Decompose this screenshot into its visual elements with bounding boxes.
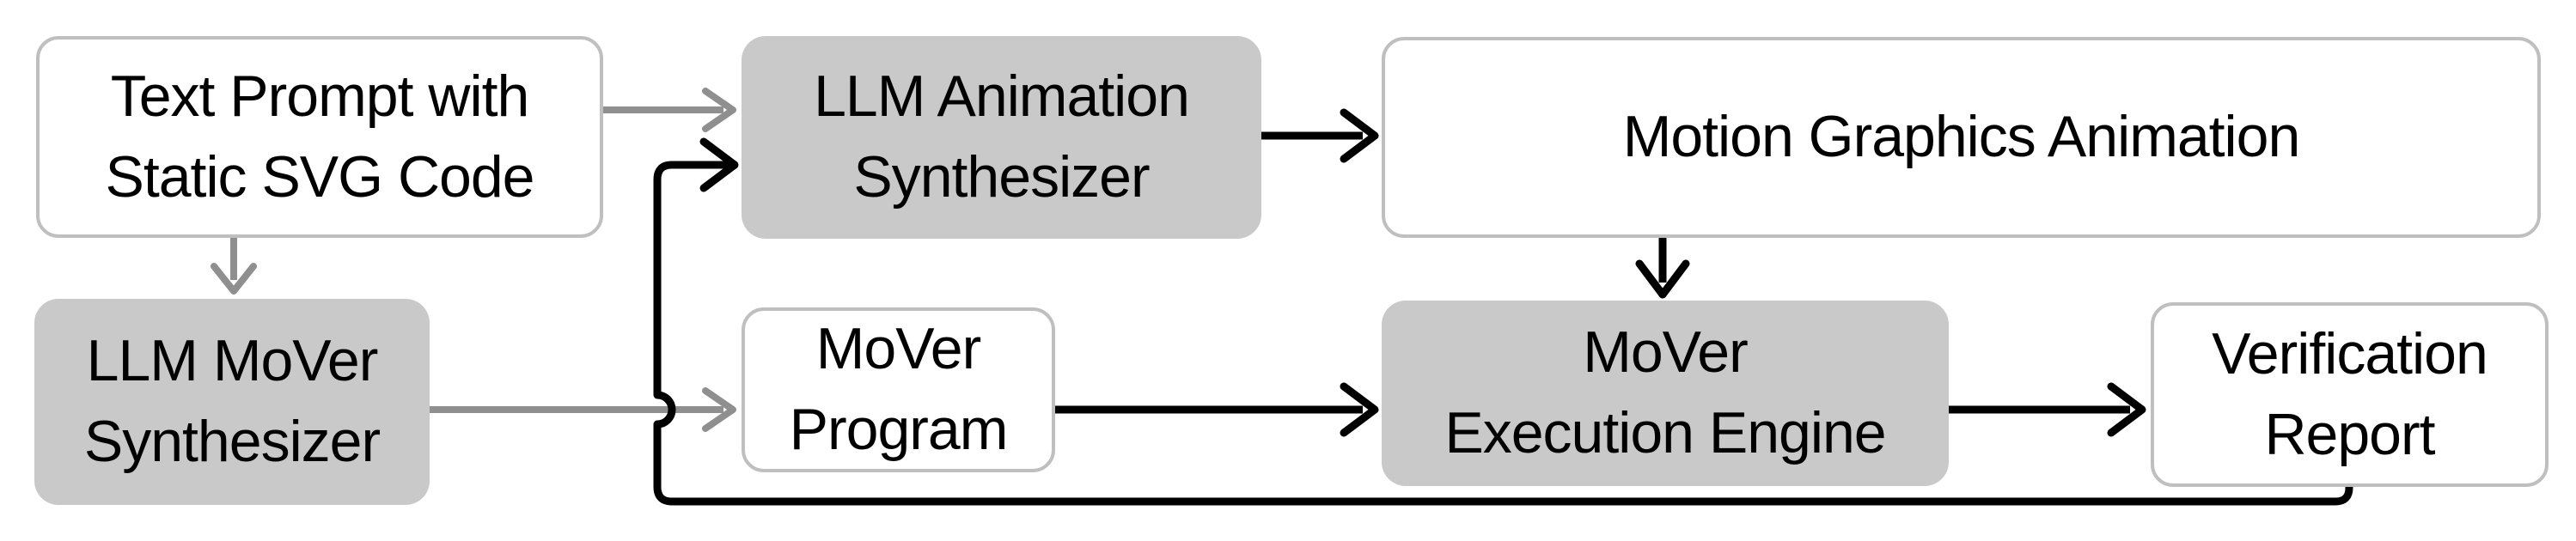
edge-text-prompt-to-animation-synthesizer [603,88,736,132]
edge-execution-engine-to-verification-report [1949,382,2146,437]
edge-mover-program-to-execution-engine [1055,382,1379,437]
arrowhead-black-right-icon [1340,108,1379,163]
arrowhead-black-right-icon [2107,382,2146,437]
node-mover-program: MoVer Program [742,307,1055,472]
node-llm-animation-synthesizer: LLM Animation Synthesizer [742,36,1261,239]
node-motion-graphics-animation: Motion Graphics Animation [1382,37,2541,238]
node-llm-mover-synthesizer: LLM MoVer Synthesizer [34,299,430,505]
edge-text-prompt-to-mover-synthesizer [211,238,257,295]
arrowhead-gray-right-icon [702,387,736,432]
edge-animation-synthesizer-to-motion-graphics [1261,108,1379,163]
arrowhead-black-right-icon [699,137,739,192]
node-mover-execution-engine: MoVer Execution Engine [1382,301,1949,486]
arrowhead-gray-right-icon [702,88,736,132]
edge-mover-synthesizer-to-mover-program [430,387,736,432]
edge-motion-graphics-to-execution-engine [1635,238,1690,299]
node-text-prompt: Text Prompt with Static SVG Code [36,36,603,238]
arrowhead-black-down-icon [1635,259,1690,299]
edge-verification-report-to-animation-synthesizer-feedback [653,137,2353,506]
arrowhead-gray-down-icon [211,263,257,295]
node-verification-report: Verification Report [2151,302,2549,487]
arrowhead-black-right-icon [1340,382,1379,437]
